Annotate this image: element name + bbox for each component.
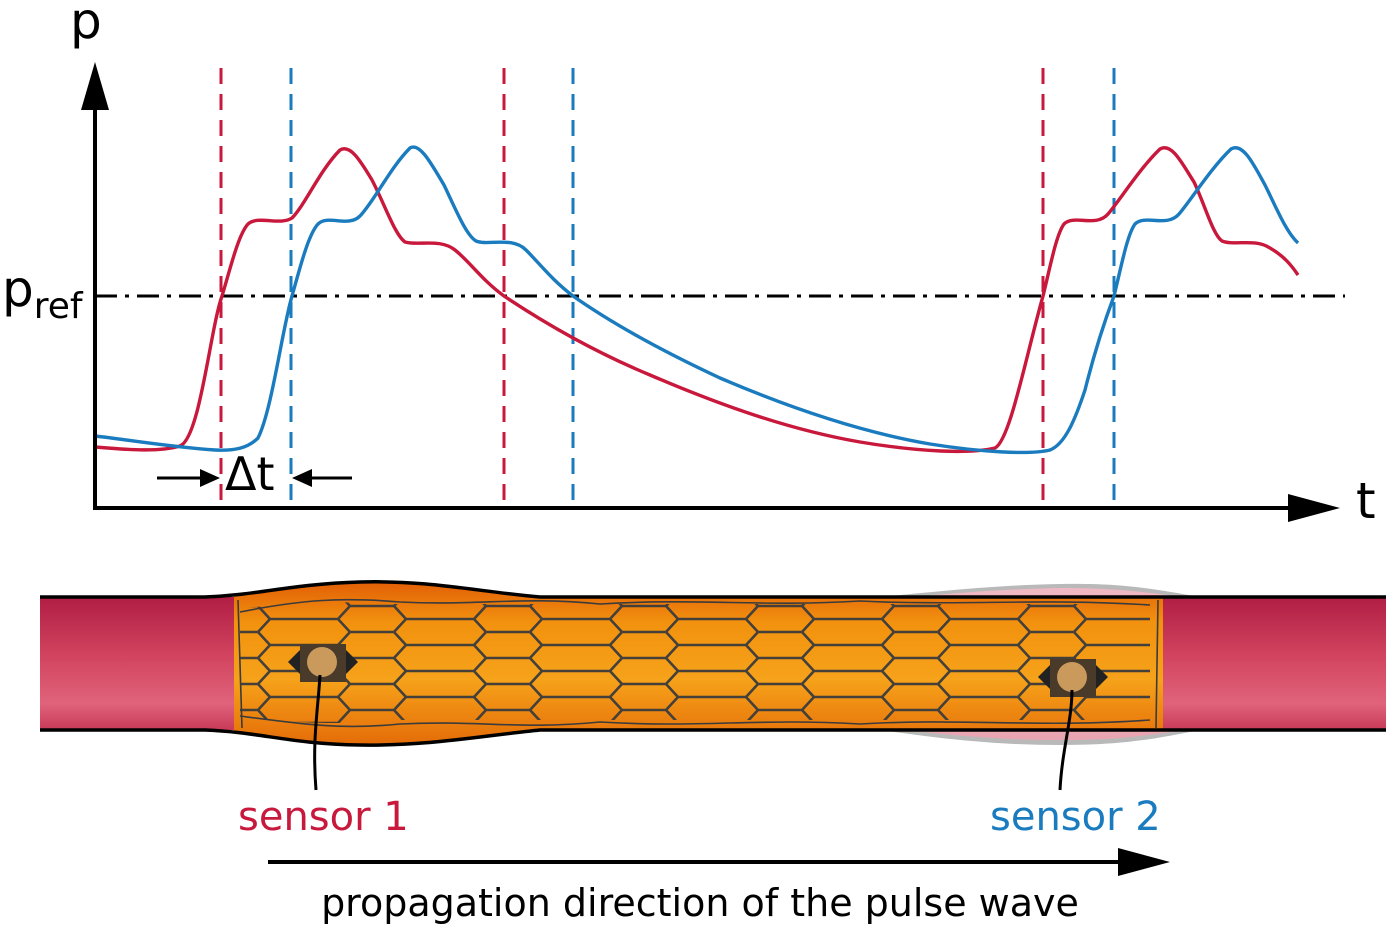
- delta-t-annotation: Δt: [157, 447, 352, 501]
- x-axis-arrowhead: [1288, 494, 1340, 522]
- stent-inner-edge-bottom: [239, 715, 1151, 728]
- y-axis-arrowhead: [81, 62, 109, 110]
- reference-pressure-label-sub: ref: [34, 286, 84, 327]
- vessel-outline-bottom: [40, 728, 1386, 747]
- sensor1-label: sensor 1: [238, 794, 409, 840]
- vessel-illustration: [40, 580, 1386, 791]
- sensor1-lead-line: [313, 674, 322, 791]
- sensor2-pressure-curve: [94, 145, 1300, 455]
- sensor1-time-markers: [219, 68, 1045, 505]
- stent-inner-edge-top: [239, 598, 1151, 613]
- vessel-right-segment: [1150, 597, 1386, 730]
- propagation-label: propagation direction of the pulse wave: [321, 881, 1079, 925]
- sensor2-label: sensor 2: [990, 794, 1161, 840]
- delta-t-right-arrowhead: [292, 469, 312, 487]
- vessel-left-segment: [40, 597, 250, 730]
- sensor2-device: [1038, 659, 1108, 791]
- sensor2-lead-line: [1058, 689, 1074, 791]
- x-axis-label: t: [1356, 472, 1376, 530]
- vessel-outline-top: [40, 580, 1386, 599]
- sensor1-element: [307, 647, 337, 677]
- stent-mesh: [240, 602, 1150, 724]
- delta-t-left-arrowhead: [200, 469, 220, 487]
- sensor2-element: [1057, 662, 1087, 692]
- propagation-arrowhead: [1118, 848, 1170, 876]
- pressure-chart: p t pref Δt: [2, 0, 1376, 530]
- sensor2-right-cap: [1094, 663, 1108, 691]
- sensor1-device: [288, 644, 358, 791]
- stent-left-edge: [237, 599, 243, 729]
- sensor1-left-cap: [288, 648, 302, 676]
- sensor1-pressure-curve: [94, 146, 1300, 454]
- sensor2-time-markers: [289, 68, 1116, 505]
- propagation-arrow: [268, 848, 1170, 876]
- stent-right-edge: [1155, 599, 1159, 729]
- reference-pressure-label: pref: [2, 260, 84, 327]
- reference-pressure-label-main: p: [2, 260, 34, 318]
- delta-t-label: Δt: [225, 447, 275, 501]
- sensor1-right-cap: [344, 648, 358, 676]
- sensor2-left-cap: [1038, 663, 1052, 691]
- y-axis-label: p: [70, 0, 102, 50]
